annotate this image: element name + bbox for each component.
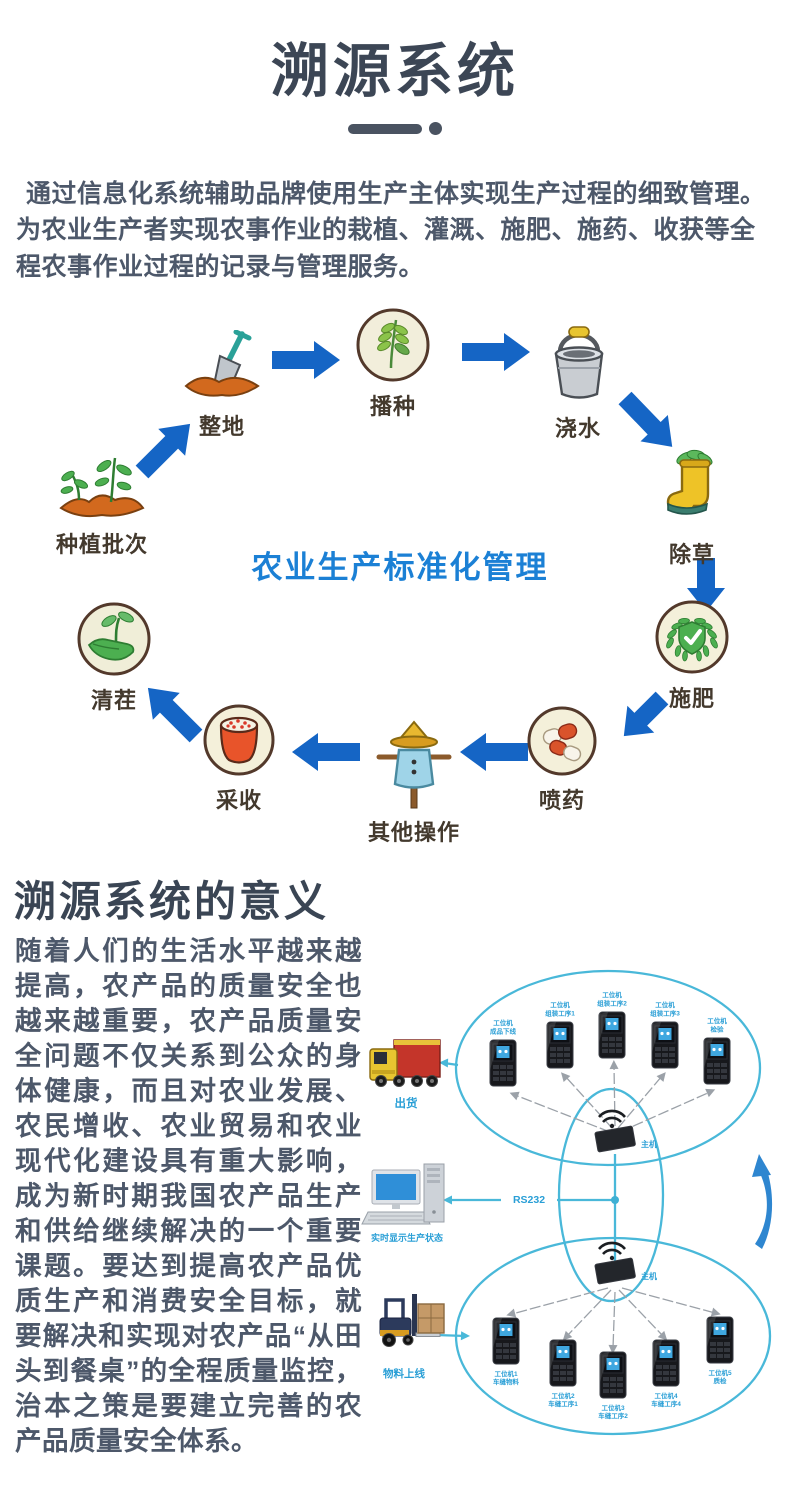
title-divider: [0, 122, 790, 135]
intro-paragraph: 通过信息化系统辅助品牌使用生产主体实现生产过程的细致管理。为农业生产者实现农事作…: [16, 180, 766, 281]
process-step-stubble-clearing: 清茬: [74, 600, 154, 715]
svg-text:工位机: 工位机: [602, 990, 622, 999]
divider-bar: [348, 123, 422, 134]
meaning-heading: 溯源系统的意义: [14, 878, 330, 925]
process-step-label: 清茬: [90, 688, 137, 713]
hub-top-label: 主机: [641, 1139, 657, 1149]
handheld-device-icon: [652, 1339, 680, 1387]
handheld-device-icon: [599, 1351, 627, 1399]
truck-icon: [369, 1039, 441, 1087]
svg-text:组装工序3: 组装工序3: [650, 1009, 680, 1018]
junction-dot: [611, 1196, 619, 1204]
network-diagram: RS232: [360, 940, 790, 1497]
handheld-device-icon: [651, 1021, 679, 1069]
middle-link-ellipse: [557, 1087, 665, 1303]
forklift-icon: [379, 1294, 445, 1347]
svg-text:工位机: 工位机: [493, 1018, 513, 1027]
handheld-device-icon: [703, 1037, 731, 1085]
divider-dot: [429, 122, 442, 135]
bottom-devices: 工位机1 车缝物料 工位机2 车缝工序1 工位机3 车缝工序2 工位机4 车缝工…: [492, 1316, 734, 1420]
process-step-label: 浇水: [554, 416, 601, 441]
process-step-label: 种植批次: [55, 532, 148, 557]
process-step-watering: 浇水: [538, 322, 618, 443]
svg-text:组装工序1: 组装工序1: [545, 1009, 575, 1018]
process-step-label: 喷药: [538, 788, 585, 813]
svg-text:工位机: 工位机: [655, 1000, 675, 1009]
svg-text:组装工序2: 组装工序2: [597, 999, 627, 1008]
truck-label: 出货: [395, 1096, 418, 1110]
svg-text:成品下线: 成品下线: [490, 1027, 517, 1036]
svg-text:工位机5: 工位机5: [708, 1368, 732, 1377]
svg-text:工位机: 工位机: [550, 1000, 570, 1009]
process-step-label: 播种: [369, 394, 416, 419]
process-step-label: 其他操作: [368, 820, 461, 845]
wifi-hub-icon-top: [593, 1109, 637, 1154]
process-step-sowing: 播种: [352, 306, 434, 421]
bottom-hub-links: [505, 1287, 722, 1355]
rs232-label: RS232: [513, 1194, 545, 1206]
up-arrow-icon: [752, 1154, 773, 1249]
handheld-device-icon: [492, 1317, 520, 1365]
arrow-sowing-to-watering: [462, 333, 530, 371]
harvest-basket-icon: [203, 704, 275, 776]
plants-icon: [59, 457, 145, 518]
arrow-spraying-to-otherops: [460, 733, 528, 771]
process-step-spraying: 喷药: [524, 704, 600, 815]
computer-label: 实时显示生产状态: [371, 1232, 443, 1243]
meaning-paragraph: 随着人们的生活水平越来越提高，农产品的质量安全也越来越重要，农产品质量安全问题不…: [15, 936, 362, 1456]
handheld-device-icon: [546, 1021, 574, 1069]
process-step-other-operations: 其他操作: [368, 720, 460, 847]
pills-icon: [527, 706, 597, 776]
arrow-landprep-to-sowing: [272, 341, 340, 379]
handheld-device-icon: [549, 1339, 577, 1387]
bucket-icon: [554, 326, 604, 399]
svg-text:质检: 质检: [714, 1376, 728, 1385]
process-step-label: 施肥: [668, 686, 715, 711]
svg-text:工位机1: 工位机1: [494, 1369, 518, 1378]
handheld-device-icon: [489, 1039, 517, 1087]
top-hub-links: [507, 1059, 718, 1133]
forklift-label: 物料上线: [383, 1367, 425, 1380]
page-title: 溯源系统: [270, 39, 519, 104]
server-icon: [423, 1163, 445, 1223]
svg-text:工位机3: 工位机3: [601, 1403, 625, 1412]
process-step-weeding: 除草: [654, 446, 730, 569]
handheld-device-icon: [706, 1316, 734, 1364]
shovel-soil-icon: [184, 330, 260, 397]
svg-text:工位机2: 工位机2: [551, 1391, 575, 1400]
process-cycle-diagram: 农业生产标准化管理 种植批次: [0, 300, 790, 865]
process-step-fertilizing: 施肥: [652, 598, 732, 713]
process-step-planting-batch: 种植批次: [52, 446, 152, 559]
process-step-harvesting: 采收: [200, 702, 278, 815]
svg-text:车缝工序1: 车缝工序1: [548, 1399, 578, 1408]
process-step-label: 整地: [198, 414, 245, 439]
svg-text:车缝工序2: 车缝工序2: [598, 1411, 628, 1420]
process-step-label: 除草: [668, 542, 715, 567]
scarecrow-icon: [376, 720, 452, 809]
top-devices: 工位机 成品下线 工位机 组装工序1 工位机 组装工序2 工位机 组装工序3 工…: [489, 990, 731, 1087]
process-step-label: 采收: [215, 788, 262, 813]
hub-bottom-label: 主机: [641, 1271, 657, 1281]
svg-text:车缝物料: 车缝物料: [493, 1377, 520, 1386]
top-group-ellipse: [454, 969, 762, 1167]
svg-text:车缝工序4: 车缝工序4: [651, 1399, 681, 1408]
svg-text:工位机4: 工位机4: [654, 1391, 678, 1400]
boot-icon: [666, 449, 713, 515]
wheat-circle-icon: [356, 308, 430, 382]
hand-sprout-icon: [77, 602, 151, 676]
process-center-label: 农业生产标准化管理: [251, 550, 549, 585]
wifi-hub-icon-bottom: [593, 1241, 637, 1286]
fertilizer-badge-icon: [655, 600, 729, 674]
arrow-otherops-to-harvest: [292, 733, 360, 771]
svg-text:工位机: 工位机: [707, 1016, 727, 1025]
handheld-device-icon: [598, 1011, 626, 1059]
computer-icon: [361, 1169, 431, 1225]
svg-text:检验: 检验: [711, 1025, 725, 1034]
process-step-land-preparation: 整地: [180, 330, 264, 441]
